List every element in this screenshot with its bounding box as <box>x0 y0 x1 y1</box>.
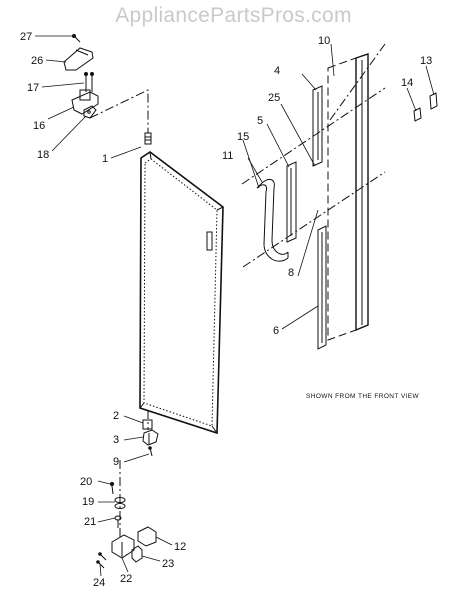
callout-25: 25 <box>268 92 280 104</box>
leader-lines <box>35 35 435 577</box>
callout-16: 16 <box>33 120 45 132</box>
callout-22: 22 <box>120 573 132 585</box>
assembly-lines <box>89 43 386 540</box>
callout-labels: 27 26 17 16 18 1 10 4 25 5 15 11 13 14 8… <box>20 31 432 589</box>
door-handle <box>256 178 289 262</box>
callout-26: 26 <box>31 55 43 67</box>
callout-27: 27 <box>20 31 32 43</box>
callout-14: 14 <box>401 77 413 89</box>
callout-12: 12 <box>174 541 186 553</box>
callout-17: 17 <box>27 82 39 94</box>
callout-11: 11 <box>222 150 233 162</box>
bottom-door-hardware <box>142 419 159 457</box>
trim-brackets <box>413 92 438 122</box>
callout-6: 6 <box>273 325 279 337</box>
callout-4: 4 <box>274 65 280 77</box>
callout-20: 20 <box>80 476 92 488</box>
callout-15: 15 <box>237 131 249 143</box>
callout-2: 2 <box>113 410 119 422</box>
callout-19: 19 <box>82 496 94 508</box>
top-hinge-assembly <box>63 34 99 119</box>
callout-3: 3 <box>113 434 119 446</box>
door-panel <box>139 151 224 435</box>
hinge-pin-top <box>144 132 152 145</box>
bottom-hinge-assembly <box>96 481 157 569</box>
callout-5: 5 <box>257 115 263 127</box>
callout-10: 10 <box>318 35 330 47</box>
callout-21: 21 <box>84 516 96 528</box>
callout-13: 13 <box>420 55 432 67</box>
callout-18: 18 <box>37 149 49 161</box>
callout-8: 8 <box>288 267 294 279</box>
view-note: SHOWN FROM THE FRONT VIEW <box>306 393 420 400</box>
callout-9: 9 <box>113 456 119 468</box>
callout-23: 23 <box>162 558 174 570</box>
callout-24: 24 <box>93 577 105 589</box>
door-side-panels <box>286 53 369 350</box>
watermark: AppliancePartsPros.com <box>115 4 352 27</box>
callout-1: 1 <box>102 153 108 165</box>
